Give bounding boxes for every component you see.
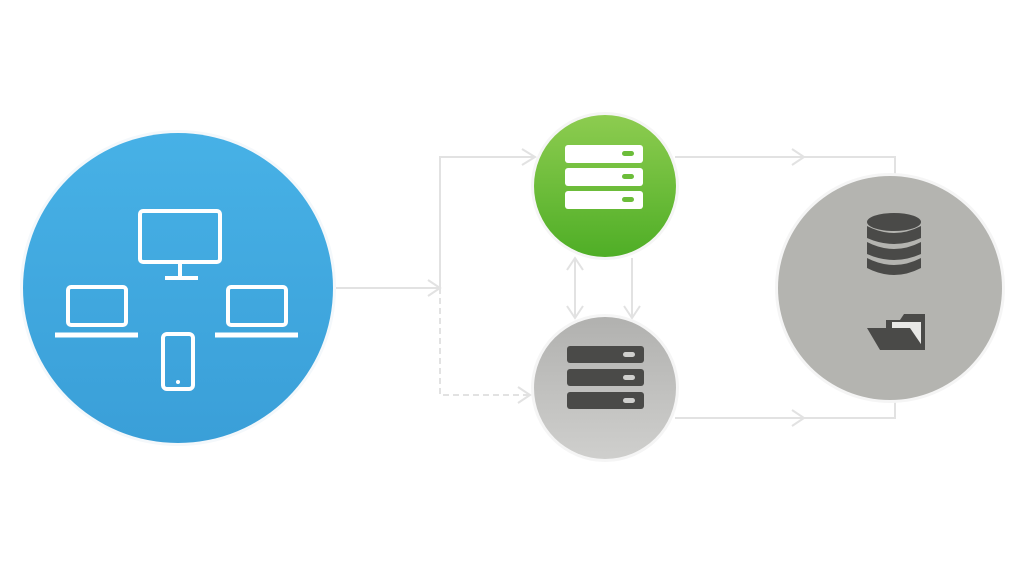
arrow-icon [521,148,537,166]
laptop-icon [55,285,138,338]
edge-to-secondary-dashed [439,288,530,396]
server-rack-icon [567,346,644,409]
folder-icon [867,314,925,350]
edge-to-primary [439,156,535,288]
connectors [336,148,896,427]
monitor-icon [138,209,222,280]
storage-node [775,173,1005,403]
arrow-icon [517,386,532,404]
database-icon [867,213,921,275]
laptop-icon [215,285,298,338]
clients-node [20,130,336,446]
arrow-icon [566,305,584,320]
arrow-icon [623,305,641,320]
primary-server-node [531,112,679,260]
edge-primary-to-storage [675,156,896,178]
edge-secondary-to-storage [675,400,896,419]
arrow-icon [791,148,806,166]
secondary-server-node [531,314,679,462]
arrow-icon [791,409,806,427]
smartphone-icon [161,332,195,391]
server-rack-icon [565,145,643,209]
arrow-icon [566,256,584,271]
